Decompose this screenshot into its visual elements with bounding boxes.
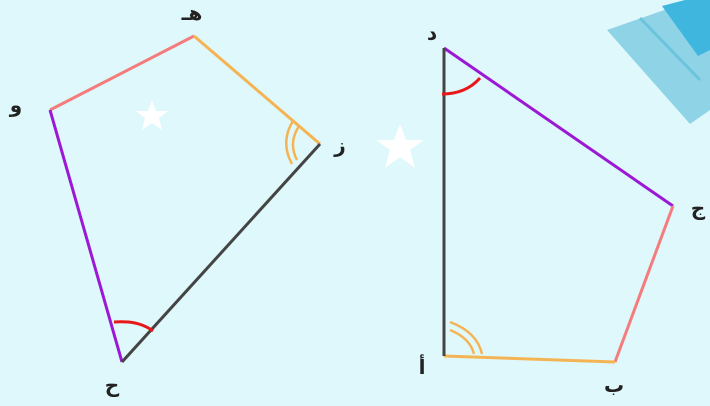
vertex-label-heh: هـ (181, 1, 203, 25)
angle-arc-alef-inner (449, 328, 476, 355)
edge-beh-alef (443, 354, 616, 364)
vertex-label-jeem: ج (691, 196, 706, 220)
paper-plane-icon (607, 0, 710, 124)
vertex-label-hah: ح (105, 373, 120, 397)
vertex-label-waw: و (9, 93, 22, 117)
star-icon (136, 100, 168, 130)
angle-arc-zay-inner (291, 125, 301, 161)
right-quadrilateral: د ج ب أ (419, 21, 706, 397)
vertex-label-beh: ب (604, 373, 624, 397)
edge-zay-hah (120, 142, 322, 364)
vertex-label-zay: ز (333, 133, 346, 157)
vertex-label-alef: أ (419, 353, 426, 379)
left-quadrilateral: هـ ز ح و (9, 1, 346, 397)
edge-waw-hah (48, 109, 124, 363)
vertex-label-dal: د (427, 21, 437, 45)
angle-arc-zay (285, 120, 295, 165)
angle-arc-alef (449, 320, 484, 355)
edge-heh-zay (193, 34, 321, 146)
angle-arc-dal (441, 76, 482, 96)
edge-dal-jeem (443, 46, 674, 208)
angle-arc-hah (113, 320, 154, 333)
edge-heh-waw (49, 34, 195, 112)
star-icon (376, 124, 424, 168)
edge-jeem-beh (613, 205, 675, 363)
